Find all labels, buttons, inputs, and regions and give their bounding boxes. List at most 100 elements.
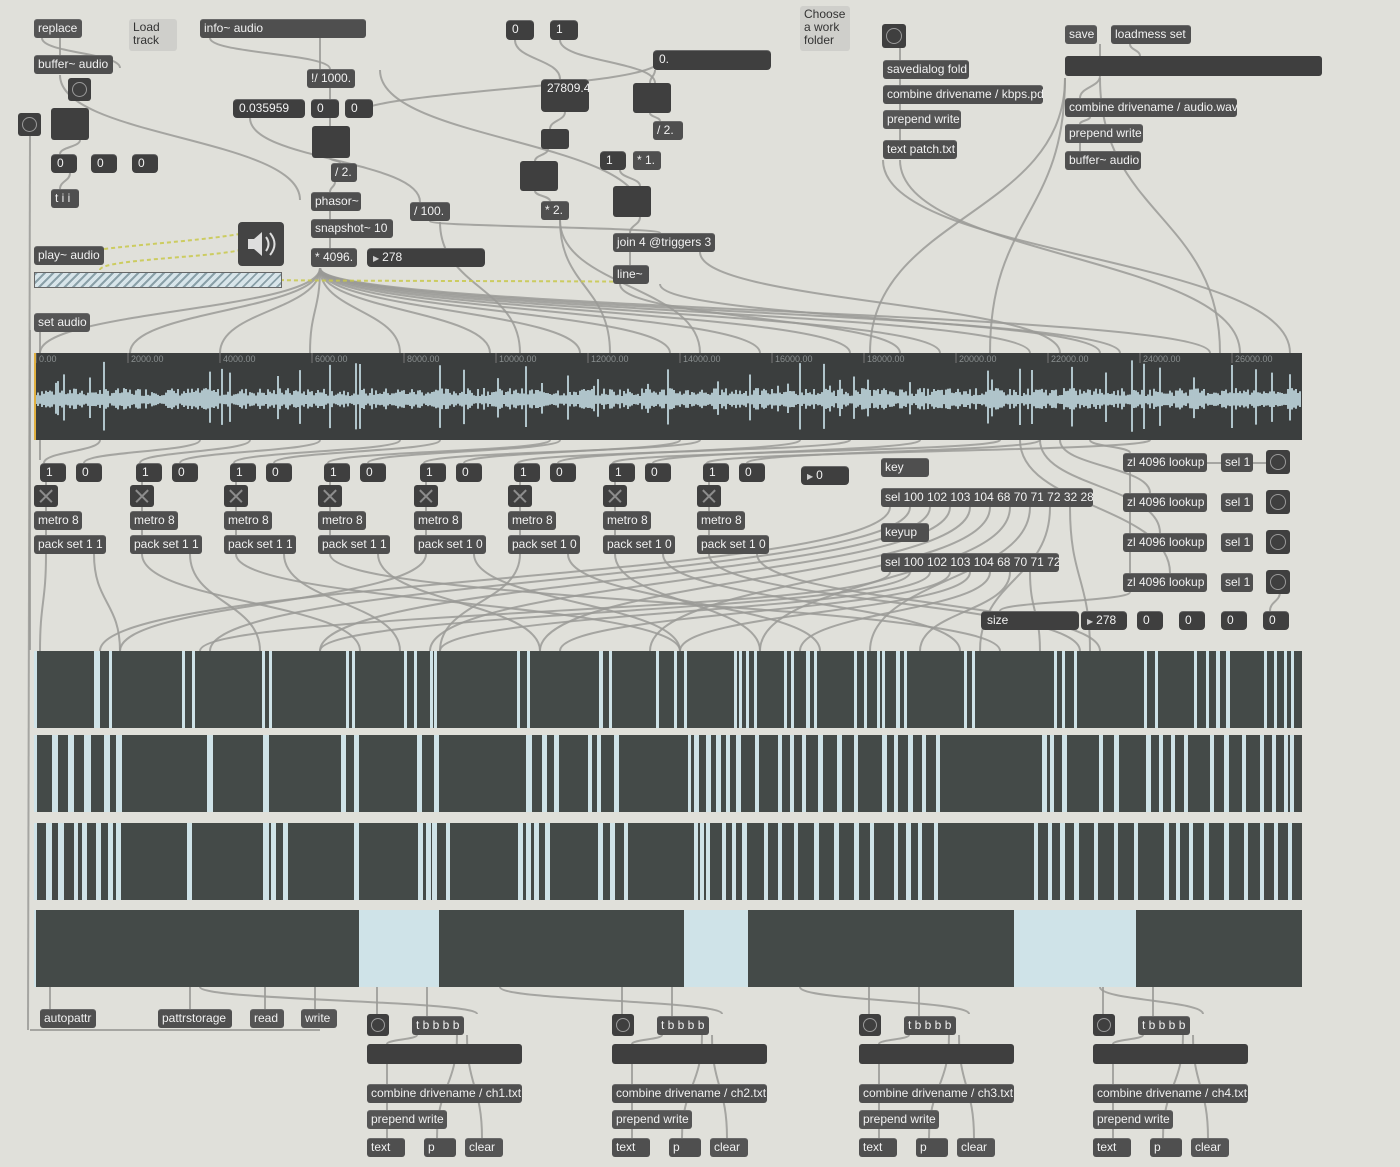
bang-button[interactable] [1266,450,1290,474]
toggle[interactable] [697,485,721,507]
zl-lookup-object[interactable]: zl 4096 lookup [1123,493,1207,512]
dac-speaker[interactable] [238,222,284,266]
number-box[interactable]: 0 [91,154,117,173]
bang-button[interactable] [1266,530,1290,554]
function-graph[interactable] [51,108,89,140]
zl-lookup-object[interactable]: zl 4096 lookup [1123,453,1207,472]
toggle[interactable] [508,485,532,507]
p-object[interactable]: p [1150,1138,1182,1157]
autopattr-object[interactable]: autopattr [40,1009,96,1028]
join-object[interactable]: join 4 @triggers 3 [613,233,715,252]
number-box[interactable]: 0 [1263,611,1289,630]
multislider-lane[interactable] [34,735,1302,812]
number-box[interactable]: 0 [1221,611,1247,630]
float-number-box[interactable]: 27809.433594 [541,79,589,112]
on-number-box[interactable]: 1 [40,463,66,482]
bang-button[interactable] [612,1014,634,1036]
message-display[interactable] [612,1044,767,1064]
pack-object[interactable]: pack set 1 0 [508,535,580,554]
on-number-box[interactable]: 1 [703,463,729,482]
number-box[interactable]: 278 [1081,611,1127,630]
off-number-box[interactable]: 0 [739,463,765,482]
function-graph[interactable] [613,186,651,217]
message-display[interactable] [1093,1044,1248,1064]
divide-object[interactable]: / 2. [653,121,683,140]
select-object[interactable]: sel 100 102 103 104 68 70 71 72 [881,553,1059,572]
bang-button[interactable] [882,24,906,48]
combine-object[interactable]: combine drivename / audio.wav [1065,98,1237,117]
message-display[interactable] [859,1044,1014,1064]
write-message[interactable]: write [301,1009,337,1028]
number-box[interactable]: 0 [345,99,373,118]
function-graph[interactable] [312,126,350,158]
prepend-object[interactable]: prepend write [883,110,961,129]
zl-lookup-object[interactable]: zl 4096 lookup [1123,533,1207,552]
off-number-box[interactable]: 0 [645,463,671,482]
metro-object[interactable]: metro 8 [697,511,745,530]
playbar[interactable] [34,272,282,288]
clear-message[interactable]: clear [1191,1138,1229,1157]
bang-button[interactable] [1266,570,1290,594]
bang-button[interactable] [18,113,41,136]
function-graph[interactable] [520,161,558,191]
divide-object[interactable]: !/ 1000. [307,69,355,88]
number-box[interactable]: 1 [600,151,626,170]
toggle[interactable] [34,485,58,507]
off-number-box[interactable]: 0 [456,463,482,482]
divide-object[interactable]: / 100. [410,202,450,221]
combine-object[interactable]: combine drivename / kbps.pd [883,85,1043,104]
metro-object[interactable]: metro 8 [508,511,556,530]
metro-object[interactable]: metro 8 [224,511,272,530]
size-umenu[interactable]: size [981,611,1079,630]
p-object[interactable]: p [669,1138,701,1157]
off-number-box[interactable]: 0 [172,463,198,482]
pack-object[interactable]: pack set 1 1 [130,535,202,554]
clear-message[interactable]: clear [957,1138,995,1157]
number-box[interactable]: 0 [132,154,158,173]
prepend-object[interactable]: prepend write [1093,1110,1173,1129]
off-number-box[interactable]: 0 [76,463,102,482]
number-box[interactable]: 0 [51,154,77,173]
pack-object[interactable]: pack set 1 0 [603,535,675,554]
text-object[interactable]: text [612,1138,650,1157]
on-number-box[interactable]: 1 [324,463,350,482]
on-number-box[interactable]: 1 [420,463,446,482]
set-audio-message[interactable]: set audio [34,313,90,332]
toggle[interactable] [603,485,627,507]
text-object[interactable]: text patch.txt [883,140,957,159]
multislider-lane[interactable] [34,823,1302,900]
off-number-box[interactable]: 0 [550,463,576,482]
multiply-object[interactable]: * 2. [541,201,569,220]
multislider-lane[interactable] [34,651,1302,728]
select-object[interactable]: sel 1 [1221,453,1253,472]
buffer-object[interactable]: buffer~ audio [34,55,113,74]
number-box[interactable]: 0 [1137,611,1163,630]
text-object[interactable]: text [367,1138,405,1157]
bang-button[interactable] [859,1014,881,1036]
trigger-object[interactable]: t b b b b [1138,1016,1190,1035]
bang-button[interactable] [68,78,91,101]
prepend-object[interactable]: prepend write [367,1110,447,1129]
on-number-box[interactable]: 1 [514,463,540,482]
off-number-box[interactable]: 0 [360,463,386,482]
multiply-object[interactable]: * 4096. [311,248,357,267]
p-object[interactable]: p [916,1138,948,1157]
metro-object[interactable]: metro 8 [603,511,651,530]
buffer-object[interactable]: buffer~ audio [1065,151,1141,170]
select-object[interactable]: sel 100 102 103 104 68 70 71 72 32 28 [881,488,1093,507]
clear-message[interactable]: clear [465,1138,503,1157]
metro-object[interactable]: metro 8 [414,511,462,530]
message-display[interactable] [1065,56,1322,76]
number-box[interactable]: 0 [801,466,849,485]
bang-button[interactable] [367,1014,389,1036]
save-message[interactable]: save [1065,25,1097,44]
on-number-box[interactable]: 1 [609,463,635,482]
number-box[interactable]: 1 [550,20,578,40]
toggle[interactable] [318,485,342,507]
key-object[interactable]: key [881,458,929,477]
float-number-box[interactable]: 0. [653,50,771,70]
keyup-object[interactable]: keyup [881,523,929,542]
number-box[interactable]: 0 [311,99,339,118]
combine-object[interactable]: combine drivename / ch2.txt [612,1084,767,1103]
